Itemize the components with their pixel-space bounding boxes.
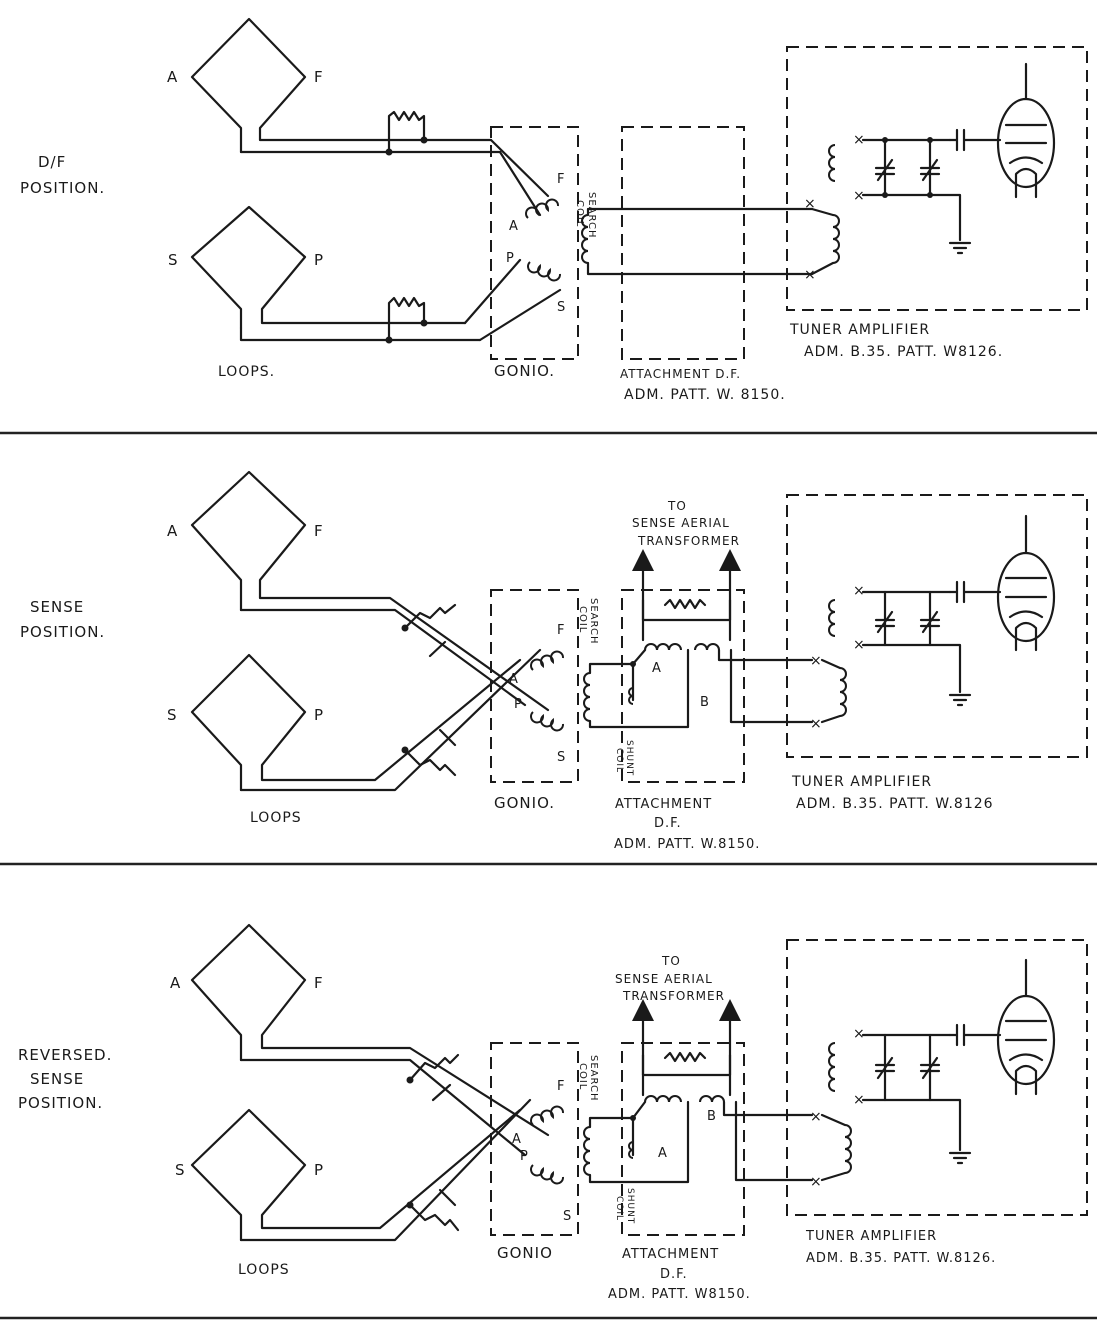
svg-text:×: ×: [853, 637, 866, 653]
svg-text:×: ×: [853, 132, 866, 148]
svg-text:SENSE AERIAL: SENSE AERIAL: [615, 972, 713, 986]
loop-label-p: P: [314, 251, 324, 269]
svg-text:SENSE: SENSE: [30, 598, 84, 616]
svg-text:×: ×: [853, 1092, 866, 1108]
svg-text:SENSE AERIAL: SENSE AERIAL: [632, 516, 730, 530]
panel-df-position: D/F POSITION. A F S P LOOPS. F A P S SEA…: [20, 17, 1088, 403]
svg-text:ATTACHMENT D.F.: ATTACHMENT D.F.: [620, 367, 741, 381]
svg-text:S: S: [557, 750, 566, 765]
svg-text:×: ×: [810, 716, 823, 732]
svg-text:TO: TO: [661, 954, 681, 968]
gonio-label: GONIO.: [494, 362, 555, 380]
svg-text:COIL: COIL: [577, 1063, 588, 1090]
svg-text:TRANSFORMER: TRANSFORMER: [637, 534, 740, 548]
svg-text:SHUNT: SHUNT: [625, 1188, 635, 1224]
svg-text:S: S: [175, 1161, 186, 1179]
svg-text:TRANSFORMER: TRANSFORMER: [622, 989, 725, 1003]
loop-af: [190, 470, 550, 712]
loop-label-s: S: [168, 251, 179, 269]
svg-text:×: ×: [810, 1174, 823, 1190]
svg-text:TUNER AMPLIFIER: TUNER AMPLIFIER: [791, 774, 932, 790]
svg-text:×: ×: [853, 583, 866, 599]
svg-text:ATTACHMENT: ATTACHMENT: [615, 797, 712, 812]
svg-text:P: P: [514, 697, 523, 712]
svg-text:COIL: COIL: [577, 606, 588, 633]
svg-text:SEARCH: SEARCH: [588, 1055, 599, 1101]
svg-text:P: P: [314, 1161, 324, 1179]
svg-text:F: F: [557, 1079, 565, 1094]
svg-text:B: B: [707, 1109, 717, 1124]
svg-text:D.F.: D.F.: [654, 816, 682, 831]
svg-text:P: P: [314, 706, 324, 724]
svg-text:POSITION.: POSITION.: [18, 1094, 103, 1112]
loop-label-f: F: [314, 68, 324, 86]
svg-text:ATTACHMENT: ATTACHMENT: [622, 1247, 719, 1262]
svg-text:×: ×: [810, 653, 823, 669]
loops-label: LOOPS.: [218, 364, 275, 380]
svg-text:A: A: [509, 672, 519, 687]
svg-text:P: P: [506, 251, 515, 266]
search-coil-label: SEARCH: [586, 192, 597, 238]
gonio-box: [490, 126, 579, 360]
svg-text:D.F.: D.F.: [660, 1267, 688, 1282]
svg-text:REVERSED.: REVERSED.: [18, 1046, 112, 1064]
svg-text:×: ×: [853, 1026, 866, 1042]
tuner-amplifier-box: [786, 46, 1088, 311]
svg-text:ADM. PATT. W.8150.: ADM. PATT. W.8150.: [614, 837, 760, 852]
svg-text:F: F: [314, 522, 324, 540]
svg-text:A: A: [652, 661, 662, 676]
svg-text:COIL: COIL: [614, 1196, 624, 1221]
svg-text:F: F: [557, 172, 565, 187]
loop-sp: [190, 205, 467, 330]
svg-text:SEARCH: SEARCH: [588, 598, 599, 644]
svg-text:×: ×: [804, 196, 817, 212]
svg-text:B: B: [700, 695, 710, 710]
svg-text:TO: TO: [667, 499, 687, 513]
svg-text:ADM. B.35. PATT. W8126.: ADM. B.35. PATT. W8126.: [804, 344, 1003, 360]
svg-text:POSITION.: POSITION.: [20, 623, 105, 641]
svg-text:ADM. PATT. W8150.: ADM. PATT. W8150.: [608, 1287, 751, 1302]
svg-text:F: F: [557, 623, 565, 638]
loop-sp: [190, 653, 522, 792]
svg-text:A: A: [658, 1146, 668, 1161]
position-label-line1: D/F: [38, 153, 66, 171]
panel-sense-position: SENSE POSITION. A F S P LOOPS F A P S SE…: [20, 470, 1088, 852]
svg-text:A: A: [170, 974, 181, 992]
svg-text:GONIO: GONIO: [497, 1244, 553, 1262]
svg-text:×: ×: [853, 188, 866, 204]
svg-text:S: S: [167, 706, 178, 724]
svg-text:LOOPS: LOOPS: [250, 810, 302, 826]
panel-reversed-sense-position: REVERSED. SENSE POSITION. A F S P LOOPS …: [18, 923, 1088, 1302]
svg-text:F: F: [314, 974, 324, 992]
svg-text:A: A: [167, 522, 178, 540]
svg-text:SENSE: SENSE: [30, 1070, 84, 1088]
svg-text:S: S: [557, 300, 566, 315]
svg-text:ADM. PATT. W. 8150.: ADM. PATT. W. 8150.: [624, 387, 786, 403]
svg-text:TUNER AMPLIFIER: TUNER AMPLIFIER: [789, 322, 930, 338]
svg-text:GONIO.: GONIO.: [494, 794, 555, 812]
svg-text:P: P: [520, 1149, 529, 1164]
svg-text:COIL: COIL: [614, 748, 624, 773]
svg-text:TUNER AMPLIFIER: TUNER AMPLIFIER: [805, 1229, 937, 1244]
position-label-line2: POSITION.: [20, 179, 105, 197]
svg-text:S: S: [563, 1209, 572, 1224]
svg-text:×: ×: [804, 267, 817, 283]
svg-text:ADM. B.35. PATT. W.8126: ADM. B.35. PATT. W.8126: [796, 796, 994, 812]
svg-text:×: ×: [810, 1109, 823, 1125]
svg-text:ADM. B.35. PATT. W.8126.: ADM. B.35. PATT. W.8126.: [806, 1251, 996, 1266]
svg-text:A: A: [509, 219, 519, 234]
attachment-box: [621, 126, 745, 360]
svg-text:COIL: COIL: [574, 200, 585, 227]
svg-text:A: A: [512, 1132, 522, 1147]
svg-text:LOOPS: LOOPS: [238, 1262, 290, 1278]
loop-af: [190, 17, 493, 154]
loop-label-a: A: [167, 68, 178, 86]
svg-text:SHUNT: SHUNT: [624, 740, 634, 776]
